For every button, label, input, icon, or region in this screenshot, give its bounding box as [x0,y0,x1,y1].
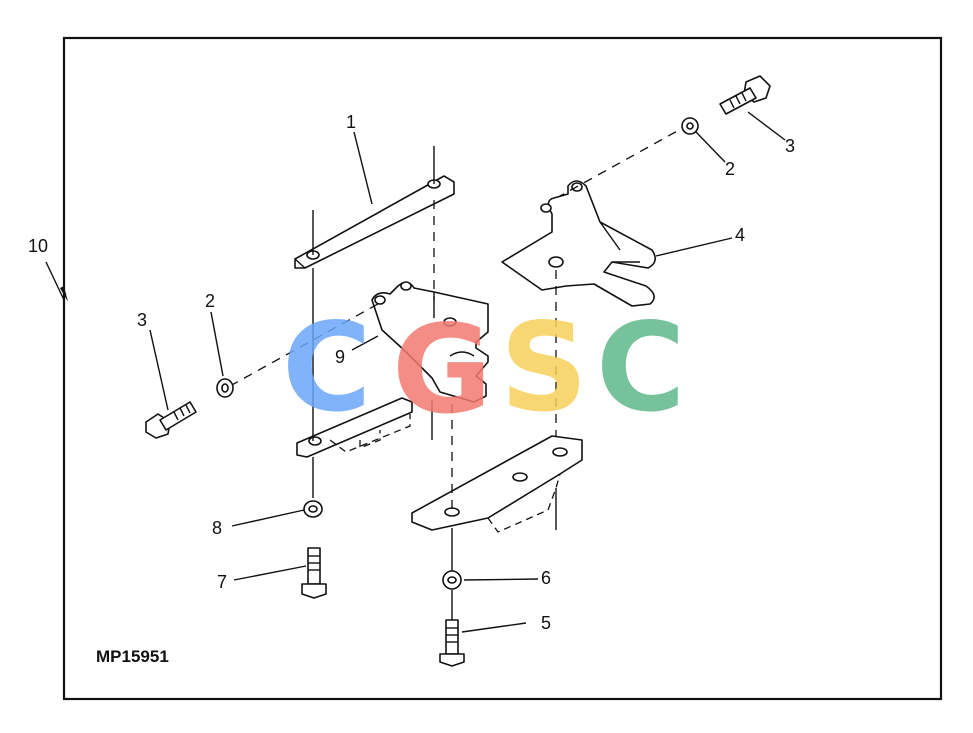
callout-leaders [45,111,786,633]
part-9-bracket [371,281,489,403]
bolt-left-part-3 [145,401,197,439]
right-base-plate [411,435,583,533]
washer-right-part-2 [681,117,699,135]
callout-2-left: 2 [205,291,215,311]
diagram-frame [62,36,943,701]
watermark-letter-c1: C [282,297,372,439]
callout-8: 8 [212,518,222,538]
watermark-letter-c2: C [596,297,686,439]
callout-3-right: 3 [785,136,795,156]
nut-part-6 [442,570,462,590]
part-1-strap [294,175,455,269]
cgsc-watermark-logo: C G S C [282,297,686,441]
assembly-center-lines [229,123,691,620]
nut-part-8 [303,500,323,518]
figure-id-label: MP15951 [96,647,169,666]
watermark-letter-g: G [392,299,492,441]
callout-10: 10 [28,236,48,256]
callout-7: 7 [217,572,227,592]
part-4-bracket [501,180,656,307]
callout-4: 4 [735,225,745,245]
left-base-plate [296,397,413,458]
callout-6: 6 [541,568,551,588]
washer-left-part-2 [216,378,234,398]
bolt-part-7 [301,547,327,599]
watermark-letter-s: S [500,297,588,439]
callout-2-right: 2 [725,159,735,179]
callout-3-left: 3 [137,310,147,330]
callout-1: 1 [346,112,356,132]
callout-5: 5 [541,613,551,633]
bolt-part-5 [439,619,465,667]
bolt-right-part-3 [719,75,771,115]
callout-9: 9 [335,347,345,367]
